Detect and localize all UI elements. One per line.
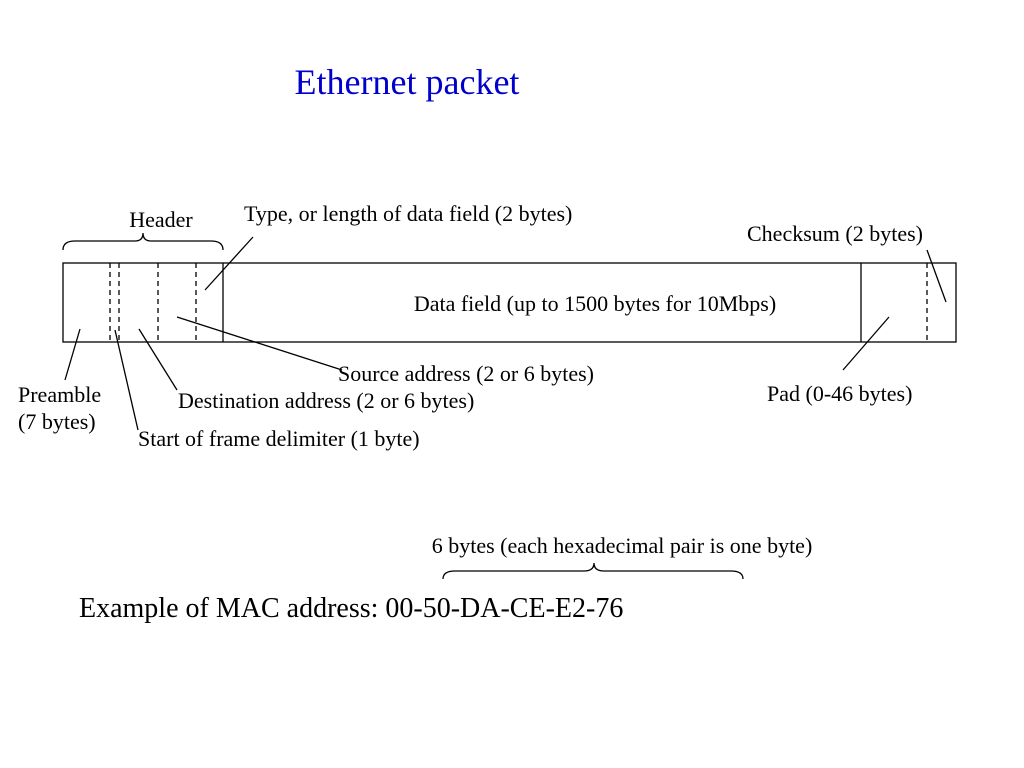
packet-frame <box>62 262 957 343</box>
sfd-label: Start of frame delimiter (1 byte) <box>138 426 420 451</box>
pad-pointer <box>842 316 890 371</box>
preamble-label: Preamble <box>18 382 101 407</box>
type-length-pointer <box>204 236 254 291</box>
header-label: Header <box>129 207 193 232</box>
data-field-label: Data field (up to 1500 bytes for 10Mbps) <box>414 291 776 316</box>
preamble-pointer <box>64 328 81 381</box>
mac-bytes-note: 6 bytes (each hexadecimal pair is one by… <box>432 533 813 558</box>
destination-address-pointer <box>138 328 178 391</box>
destination-address-label: Destination address (2 or 6 bytes) <box>178 388 474 413</box>
header-brace <box>62 232 224 251</box>
pad-label: Pad (0-46 bytes) <box>767 381 912 406</box>
sfd-pointer <box>114 329 139 431</box>
source-address-pointer <box>176 316 343 371</box>
checksum-label: Checksum (2 bytes) <box>747 221 923 246</box>
mac-bytes-brace <box>442 562 744 580</box>
source-address-label: Source address (2 or 6 bytes) <box>338 361 594 386</box>
mac-example-label: Example of MAC address: 00-50-DA-CE-E2-7… <box>79 593 623 624</box>
checksum-pointer <box>926 249 947 303</box>
type-length-label: Type, or length of data field (2 bytes) <box>244 201 572 226</box>
preamble-size-label: (7 bytes) <box>18 409 96 434</box>
page-title: Ethernet packet <box>295 62 520 102</box>
